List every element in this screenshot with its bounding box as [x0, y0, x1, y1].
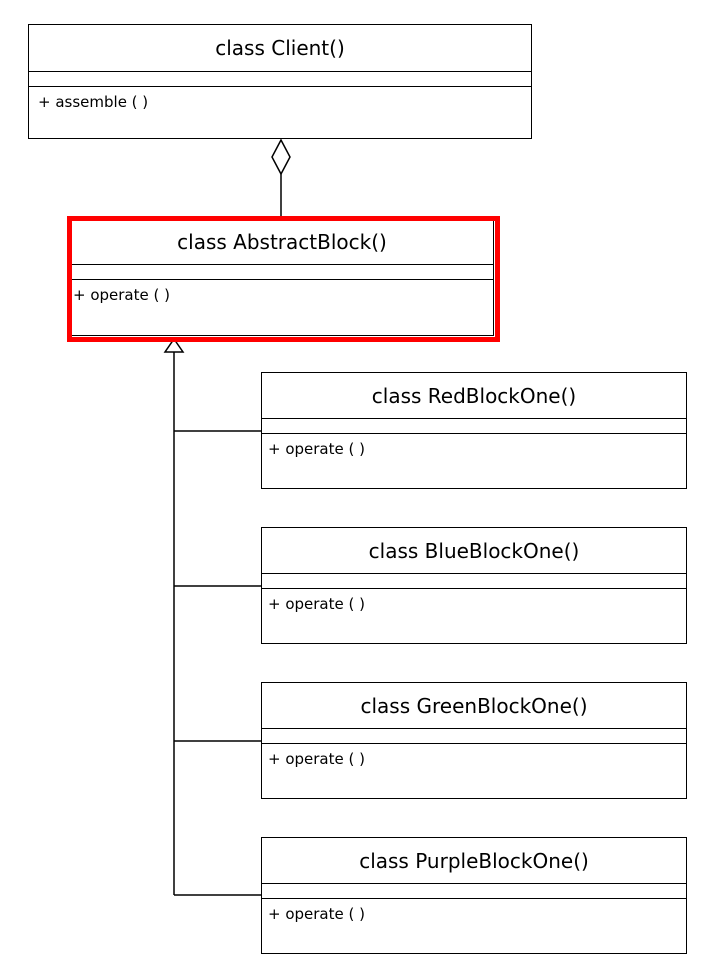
class-attributes-section [29, 72, 531, 87]
class-attributes-section [262, 574, 686, 589]
class-method: + operate ( ) [268, 750, 365, 768]
class-name: class PurpleBlockOne() [262, 838, 686, 884]
class-attributes-section [262, 419, 686, 434]
class-box-client: class Client() + assemble ( ) [28, 24, 532, 139]
class-name: class BlueBlockOne() [262, 528, 686, 574]
aggregation-connector [271, 138, 291, 219]
class-method: + operate ( ) [268, 905, 365, 923]
class-box-purple-block-one: class PurpleBlockOne() + operate ( ) [261, 837, 687, 954]
class-box-abstract-block: class AbstractBlock() + operate ( ) [70, 219, 494, 336]
class-box-blue-block-one: class BlueBlockOne() + operate ( ) [261, 527, 687, 644]
class-method: + operate ( ) [73, 286, 170, 304]
class-name: class GreenBlockOne() [262, 683, 686, 729]
class-name: class RedBlockOne() [262, 373, 686, 419]
class-method: + operate ( ) [268, 595, 365, 613]
class-method: + assemble ( ) [38, 93, 149, 111]
class-attributes-section [71, 265, 493, 280]
aggregation-diamond-icon [271, 138, 291, 176]
class-name: class AbstractBlock() [71, 220, 493, 265]
class-attributes-section [262, 884, 686, 899]
class-attributes-section [262, 729, 686, 744]
class-box-green-block-one: class GreenBlockOne() + operate ( ) [261, 682, 687, 799]
class-name: class Client() [29, 25, 531, 72]
class-method: + operate ( ) [268, 440, 365, 458]
generalization-connector [163, 337, 261, 896]
inheritance-triangle-icon [163, 337, 185, 353]
class-box-red-block-one: class RedBlockOne() + operate ( ) [261, 372, 687, 489]
